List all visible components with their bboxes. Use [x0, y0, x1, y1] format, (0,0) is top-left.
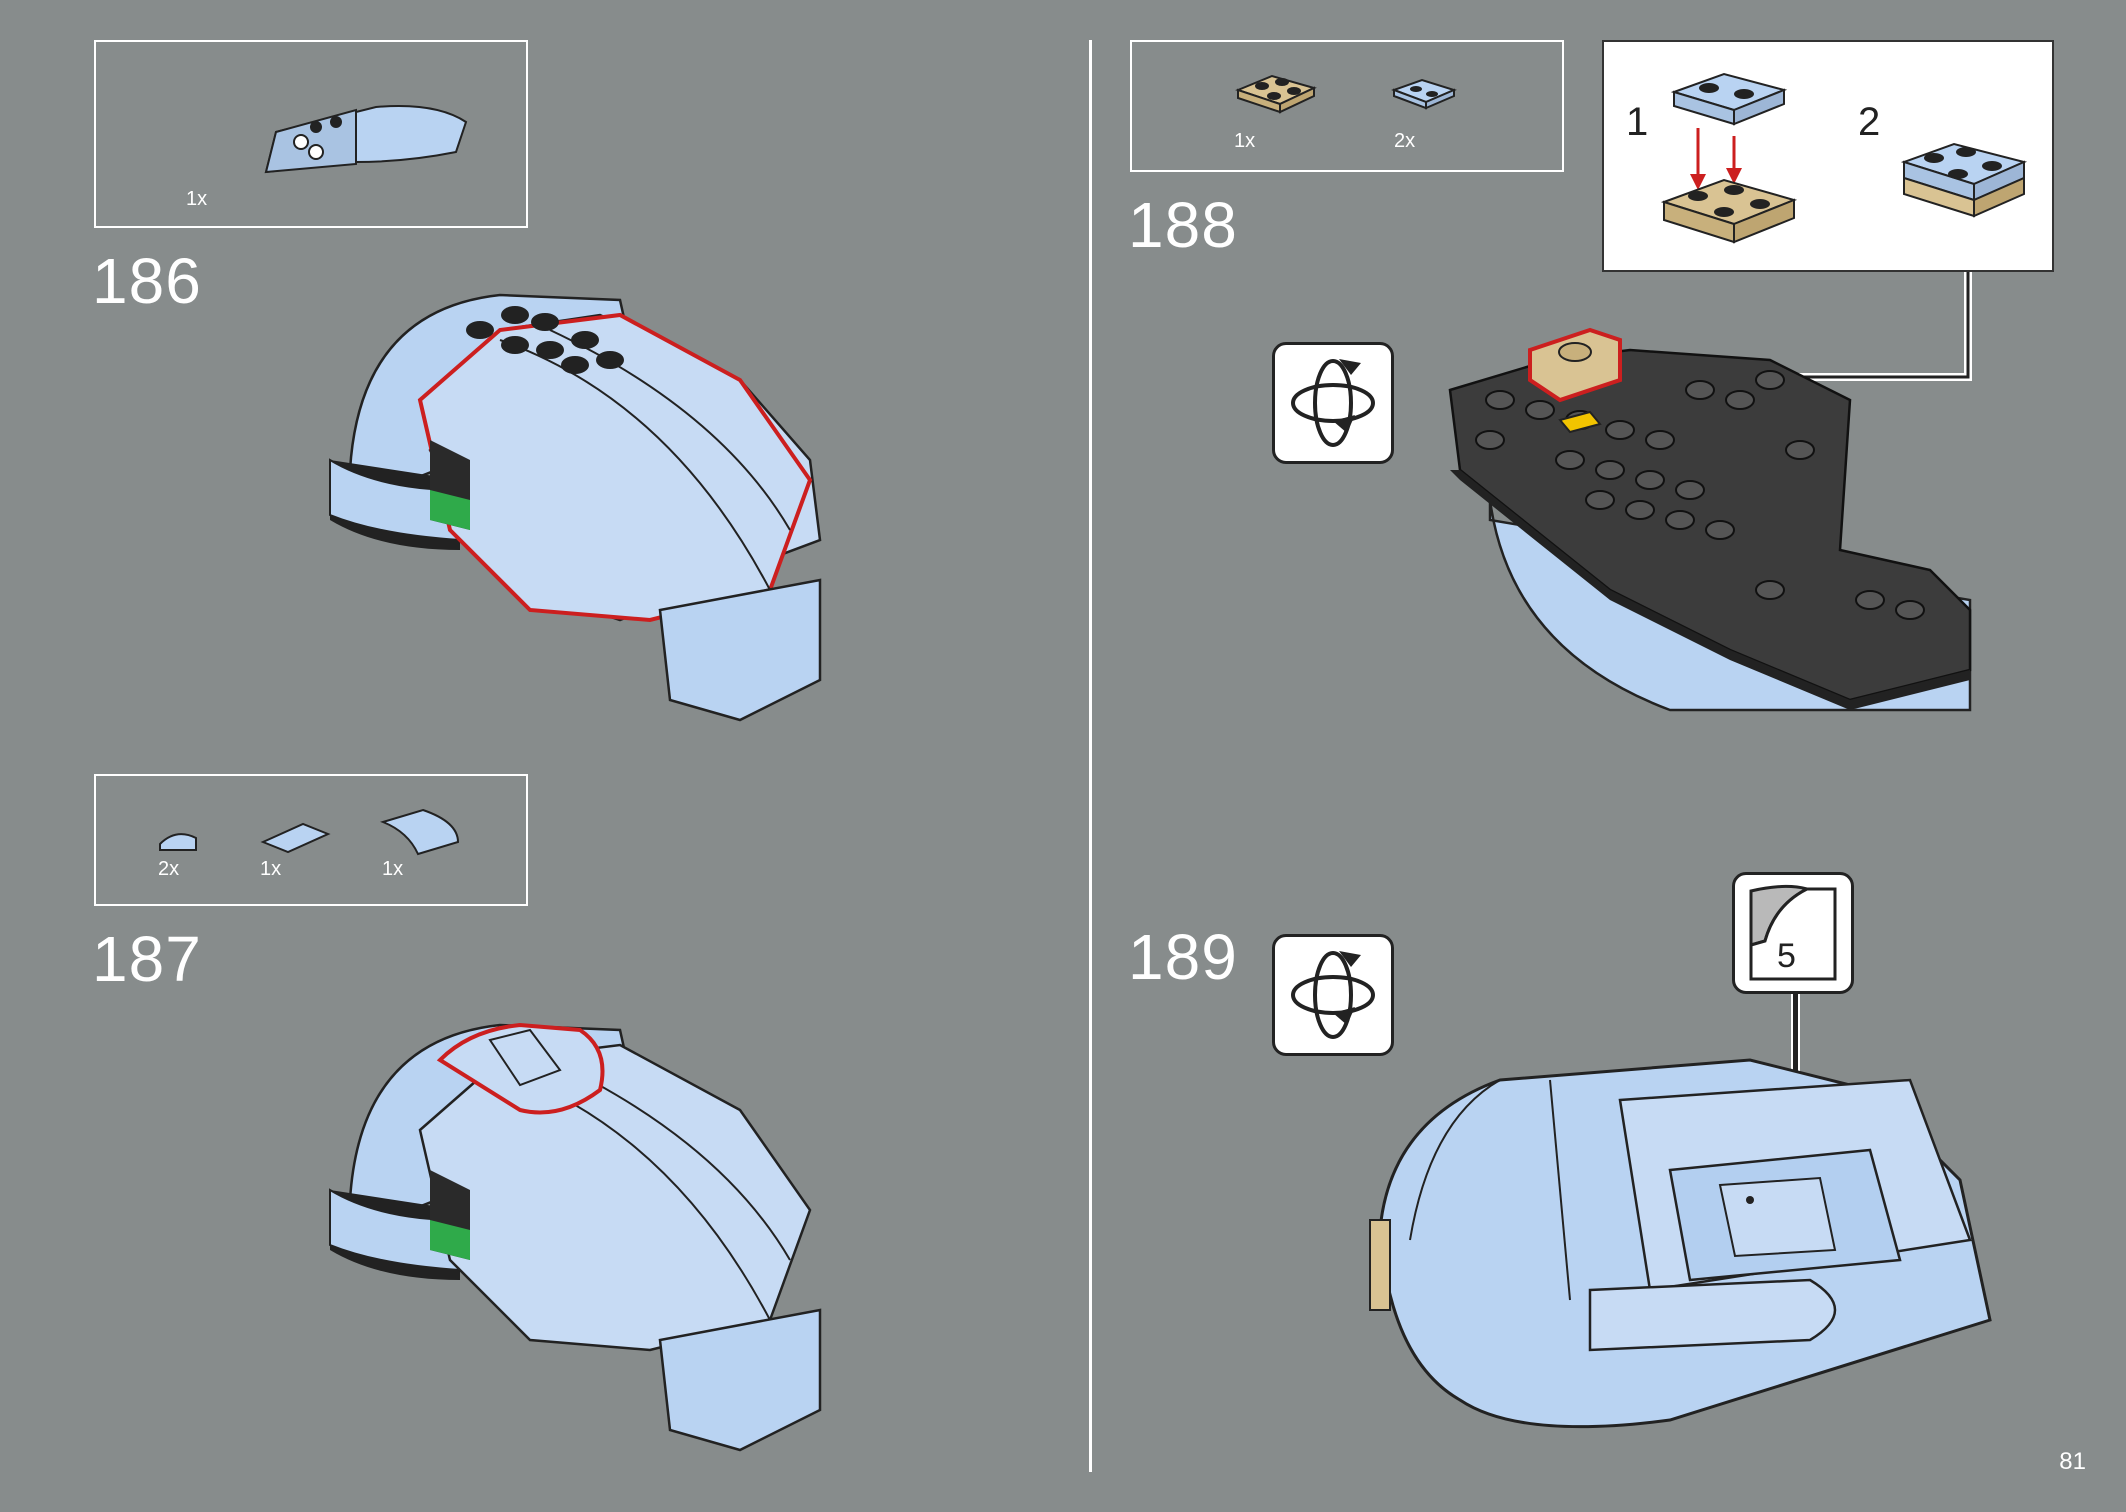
rotate-model-icon: [1272, 342, 1394, 464]
page-divider: [1089, 40, 1092, 1472]
page-number: 81: [2059, 1448, 2086, 1475]
rotate-model-icon: [1272, 934, 1394, 1056]
part-qty: 1x: [186, 188, 208, 210]
parts-list-187: 2x 1x 1x: [94, 774, 528, 906]
step-number-188: 188: [1128, 189, 1238, 261]
step-number-189: 189: [1128, 921, 1238, 993]
model-step-186: [329, 293, 822, 722]
step-number-187: 187: [92, 923, 202, 995]
substep-number: 1: [1626, 100, 1649, 144]
part-tile-icon: [260, 822, 331, 854]
sticker-number: 5: [1777, 937, 1796, 975]
part-qty: 2x: [158, 858, 180, 880]
substep-1-illustration: [1660, 72, 1798, 244]
subassembly-callout: 1 2: [1602, 40, 2054, 272]
model-step-188: [1448, 327, 1972, 712]
part-qty: 1x: [382, 858, 404, 880]
part-qty: 1x: [260, 858, 282, 880]
part-curved-tile-icon: [379, 808, 460, 856]
substep-number: 2: [1858, 100, 1881, 144]
step-number-186: 186: [92, 245, 202, 317]
part-tan-plate-icon: [1235, 74, 1317, 114]
part-qty: 2x: [1394, 130, 1416, 152]
part-qty: 1x: [1234, 130, 1256, 152]
part-blue-plate-icon: [1391, 78, 1457, 110]
substep-2-illustration: [1900, 142, 2028, 218]
part-round-tile-icon: [159, 833, 197, 851]
model-step-187: [329, 1022, 822, 1452]
parts-list-188: 1x 2x: [1130, 40, 1564, 172]
model-step-189: [1369, 1058, 1992, 1429]
sticker-icon: 5: [1732, 872, 1854, 994]
part-curved-slope-icon: [264, 105, 468, 174]
parts-list-186: 1x: [94, 40, 528, 228]
